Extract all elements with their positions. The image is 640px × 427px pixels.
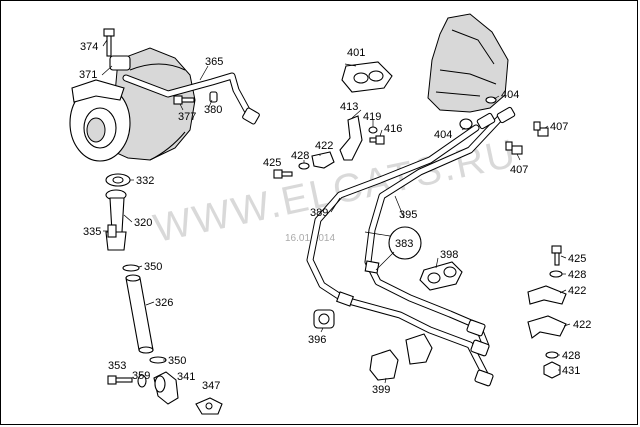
ring-404-right xyxy=(485,96,497,104)
turbocharger xyxy=(69,47,196,162)
label-422-right-lower: 422 xyxy=(573,319,591,331)
label-428-right-top: 428 xyxy=(568,269,586,281)
washer-359 xyxy=(137,374,147,388)
ring-404-left xyxy=(459,118,473,130)
label-380: 380 xyxy=(204,104,222,116)
bolt-425-top xyxy=(273,169,293,179)
label-320: 320 xyxy=(134,217,152,229)
ring-350-upper xyxy=(122,264,140,272)
transmission-housing xyxy=(427,13,509,113)
washer-428-top xyxy=(298,162,310,170)
label-398: 398 xyxy=(440,249,458,261)
grommet-396 xyxy=(313,309,335,329)
sleeve-b xyxy=(364,260,380,274)
callout-383 xyxy=(388,226,422,260)
oil-feed-pipe-365 xyxy=(122,72,260,125)
oil-return-pipe-320 xyxy=(105,189,127,251)
bolt-374 xyxy=(103,28,115,57)
label-332: 332 xyxy=(136,175,154,187)
fitting-bottom-c xyxy=(474,369,494,387)
label-401: 401 xyxy=(347,47,365,59)
label-374: 374 xyxy=(80,41,98,53)
gasket-401 xyxy=(341,61,393,93)
label-413: 413 xyxy=(340,101,358,113)
label-422-right-upper: 422 xyxy=(568,285,586,297)
label-341: 341 xyxy=(177,371,195,383)
label-399: 399 xyxy=(372,384,390,396)
label-389: 389 xyxy=(310,207,328,219)
sleeve-a xyxy=(336,291,354,307)
label-326: 326 xyxy=(155,297,173,309)
fitting-335 xyxy=(107,224,117,238)
clamp-422-top xyxy=(311,151,335,169)
fitting-bottom-a xyxy=(466,319,486,337)
hose-326 xyxy=(125,274,154,354)
label-404-right: 404 xyxy=(501,89,519,101)
washer-419 xyxy=(368,126,378,134)
label-407-right: 407 xyxy=(550,121,568,133)
bracket-413 xyxy=(339,115,363,161)
label-359: 359 xyxy=(132,370,150,382)
bolt-407-right xyxy=(533,121,549,137)
label-428-top: 428 xyxy=(291,150,309,162)
clip-380 xyxy=(209,91,218,103)
label-350-lower: 350 xyxy=(168,355,186,367)
gasket-332 xyxy=(105,173,131,187)
bolt-377 xyxy=(173,95,195,105)
label-407-lower: 407 xyxy=(510,164,528,176)
label-416: 416 xyxy=(384,123,402,135)
fitting-top-b xyxy=(496,106,516,124)
label-425-right: 425 xyxy=(568,253,586,265)
label-347: 347 xyxy=(202,380,220,392)
fitting-top-a xyxy=(476,112,496,130)
label-419: 419 xyxy=(363,111,381,123)
label-377: 377 xyxy=(178,111,196,123)
label-425-top: 425 xyxy=(263,157,281,169)
fitting-bottom-b xyxy=(470,339,490,357)
part-labels: 374 371 365 377 380 332 320 335 350 326 … xyxy=(79,41,591,396)
label-428-right-bottom: 428 xyxy=(562,350,580,362)
bolt-416 xyxy=(369,135,385,145)
bolt-353 xyxy=(107,375,133,385)
label-395: 395 xyxy=(399,209,417,221)
label-404-left: 404 xyxy=(434,129,452,141)
washer-428-right-top xyxy=(549,270,563,278)
date-stamp: 16.01.2014 xyxy=(285,233,335,244)
bolt-425-right xyxy=(551,245,562,266)
label-335: 335 xyxy=(83,226,101,238)
leader-lines xyxy=(101,39,571,384)
clamp-398 xyxy=(419,261,463,291)
label-396: 396 xyxy=(308,334,326,346)
nut-431 xyxy=(543,361,561,379)
label-431: 431 xyxy=(562,365,580,377)
label-365: 365 xyxy=(205,56,223,68)
bracket-399 xyxy=(369,333,433,381)
label-422-top: 422 xyxy=(315,140,333,152)
label-371: 371 xyxy=(79,69,97,81)
label-353: 353 xyxy=(108,360,126,372)
label-350-upper: 350 xyxy=(144,261,162,273)
label-383: 383 xyxy=(395,238,413,250)
gasket-347 xyxy=(195,397,223,415)
clamp-422-right-lower xyxy=(527,315,567,339)
cooler-line-389 xyxy=(306,124,492,384)
washer-428-right-bottom xyxy=(545,351,559,359)
turbo-flange xyxy=(109,55,131,71)
clamp-422-right-upper xyxy=(527,285,567,305)
